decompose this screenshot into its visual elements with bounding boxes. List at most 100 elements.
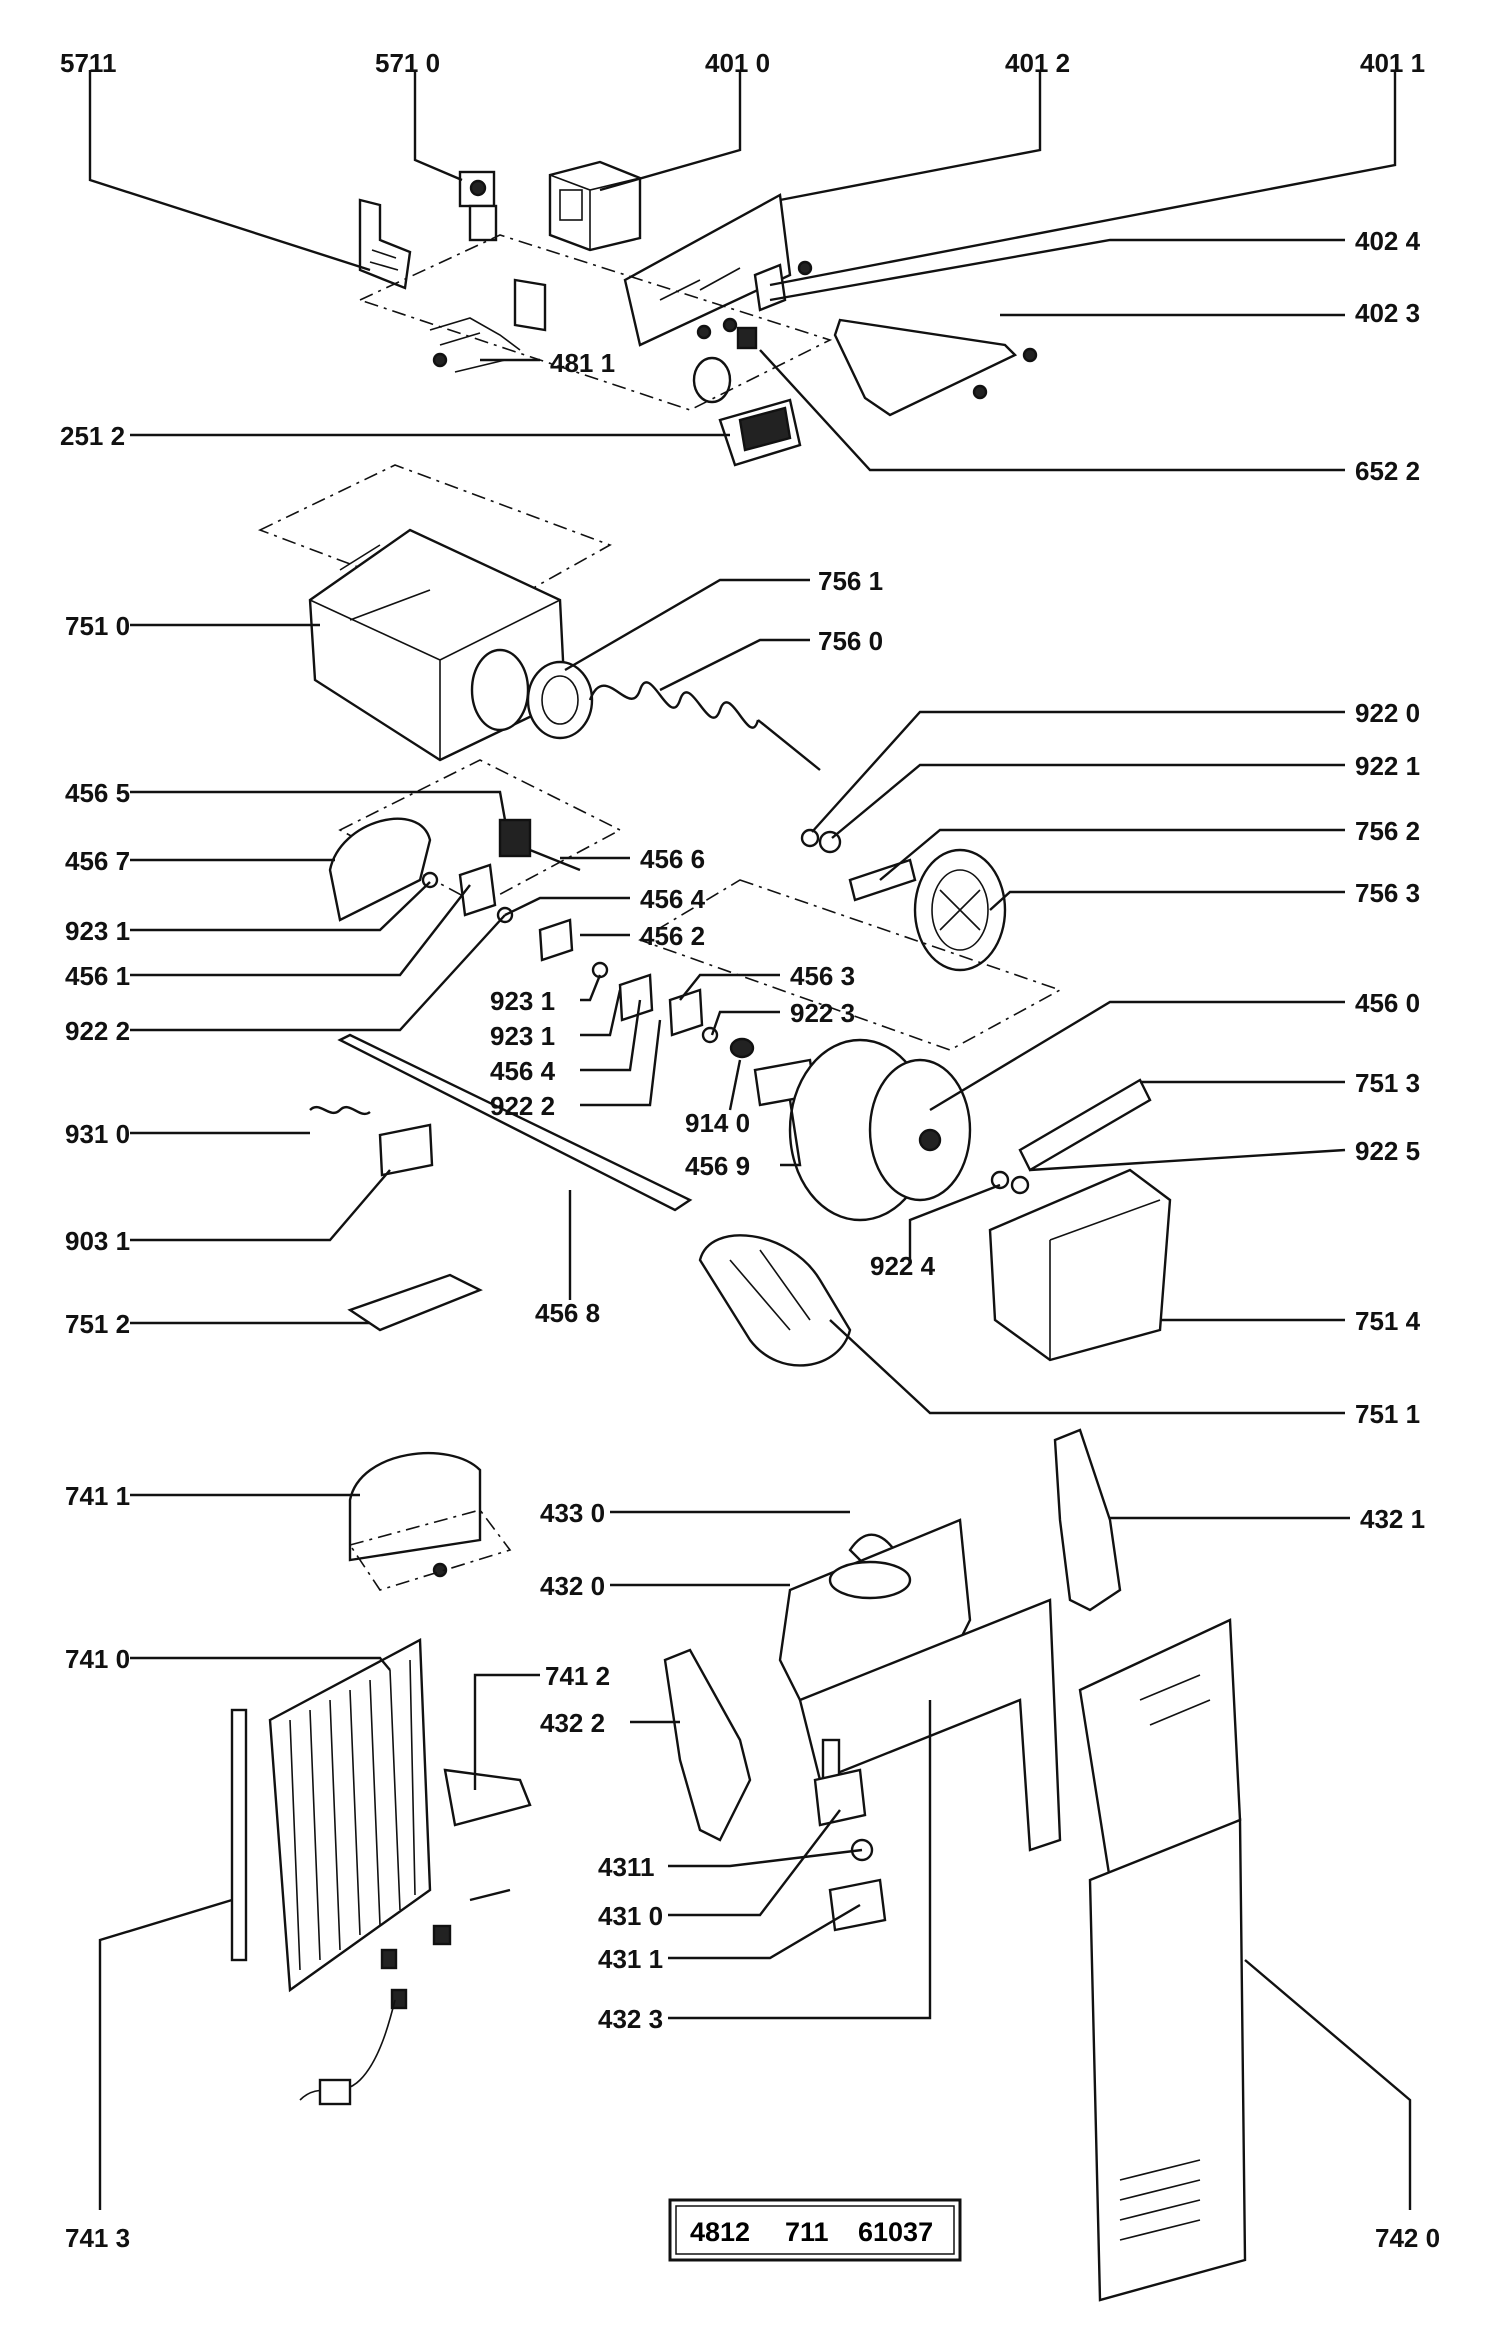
washer xyxy=(800,828,820,848)
door-mechanism xyxy=(309,759,1172,1367)
label-7562: 756 2 xyxy=(1355,816,1420,846)
chute-housing-edges xyxy=(1049,1199,1161,1360)
label-4566: 456 6 xyxy=(640,844,705,874)
timer-motor xyxy=(548,160,642,252)
connector xyxy=(432,352,448,368)
label-4811: 481 1 xyxy=(550,348,615,378)
leader-4311a xyxy=(668,1848,863,1868)
label-5711: 5711 xyxy=(60,48,116,78)
rear-panel xyxy=(1088,1818,1247,2302)
label-9224: 922 4 xyxy=(870,1251,936,1281)
control-plate xyxy=(623,193,792,347)
timer-window xyxy=(559,189,583,221)
motor-bracket xyxy=(828,1878,887,1932)
label-9221: 922 1 xyxy=(1355,751,1420,781)
terminal-block xyxy=(318,2078,352,2106)
screw xyxy=(972,384,988,400)
wire-connector xyxy=(380,1948,398,1970)
label-4560: 456 0 xyxy=(1355,988,1420,1018)
lamp-bulb xyxy=(692,356,732,404)
leader-9222b xyxy=(580,1019,662,1107)
drive-wheel-hub xyxy=(931,869,989,951)
label-4565: 456 5 xyxy=(65,778,130,808)
insulation-pad xyxy=(513,278,547,332)
leader-9231c xyxy=(580,989,622,1037)
leader-4564b xyxy=(580,999,642,1072)
motor-bracket xyxy=(1018,1078,1152,1172)
auger-shaft xyxy=(757,719,821,771)
duct-cover-slots xyxy=(1139,1674,1211,1726)
leader-4323 xyxy=(668,1700,932,2020)
label-2512: 251 2 xyxy=(60,421,125,451)
door-rod xyxy=(337,1033,693,1212)
label-7561: 756 1 xyxy=(818,566,883,596)
label-7420: 742 0 xyxy=(1375,2223,1440,2253)
label-9225: 922 5 xyxy=(1355,1136,1420,1166)
fan-motor xyxy=(813,1768,867,1827)
deflector-plate xyxy=(347,1273,483,1332)
label-7410: 741 0 xyxy=(65,1644,130,1674)
reference-part-2: 711 xyxy=(785,2217,829,2247)
label-9223: 922 3 xyxy=(790,998,855,1028)
bracket-detail xyxy=(369,249,399,271)
leader-7563 xyxy=(989,890,1345,911)
leader-7560 xyxy=(659,638,810,692)
leader-4561 xyxy=(130,884,471,977)
auger-spring xyxy=(588,681,760,729)
tension-spring xyxy=(309,1105,371,1115)
chute-cylinder-ribs xyxy=(729,1249,811,1331)
label-7563: 756 3 xyxy=(1355,878,1420,908)
chute-housing xyxy=(988,1168,1172,1362)
leader-4311b xyxy=(668,1903,861,1960)
label-9222-left: 922 2 xyxy=(65,1016,130,1046)
label-4323: 432 3 xyxy=(598,2004,663,2034)
label-4010: 401 0 xyxy=(705,48,770,78)
solenoid-coil xyxy=(469,179,487,197)
label-7511: 751 1 xyxy=(1355,1399,1420,1429)
label-4564-lower: 456 4 xyxy=(490,1056,556,1086)
fan-shroud xyxy=(348,1451,482,1562)
leader-7410 xyxy=(130,1656,391,1671)
reference-inner-frame xyxy=(675,2205,955,2255)
leader-9221 xyxy=(831,763,1345,839)
leader-7420 xyxy=(1244,1959,1412,2210)
screw xyxy=(696,324,712,340)
bucket-detail xyxy=(339,544,431,621)
leader-9225 xyxy=(1029,1148,1346,1172)
label-9031: 903 1 xyxy=(65,1226,130,1256)
control-box-assembly xyxy=(357,160,1038,467)
washer xyxy=(1010,1175,1030,1195)
fan-duct-assembly xyxy=(663,1428,1247,2302)
solenoid-valve-body xyxy=(468,204,498,242)
door-solenoid xyxy=(498,818,532,858)
leader-4565 xyxy=(130,790,507,821)
leader-5710 xyxy=(413,70,463,182)
duct-side xyxy=(663,1648,752,1842)
leader-4011 xyxy=(769,70,1397,287)
fan-mount xyxy=(828,1560,912,1600)
washer xyxy=(421,871,439,889)
bushing xyxy=(729,1037,755,1059)
reference-part-3: 61037 xyxy=(858,2217,933,2247)
label-5710: 571 0 xyxy=(375,48,440,78)
label-4321: 432 1 xyxy=(1360,1504,1425,1534)
label-4024: 402 4 xyxy=(1355,226,1421,256)
label-4564-upper: 456 4 xyxy=(640,884,706,914)
leader-9031 xyxy=(130,1169,391,1242)
reference-frame xyxy=(668,2198,962,2262)
label-4562: 456 2 xyxy=(640,921,705,951)
label-9231-lower: 923 1 xyxy=(490,1021,555,1051)
evaporator-fins xyxy=(289,1659,416,1971)
timer-motor-edges xyxy=(549,174,641,250)
label-4567: 456 7 xyxy=(65,846,130,876)
label-9222-mid: 922 2 xyxy=(490,1091,555,1121)
side-panel xyxy=(1053,1428,1122,1612)
label-9231-mid: 923 1 xyxy=(490,986,555,1016)
leader-9231a xyxy=(130,881,431,932)
label-4311-upper: 4311 xyxy=(598,1852,654,1882)
label-7512: 751 2 xyxy=(65,1309,130,1339)
leader-6522 xyxy=(759,349,1345,472)
control-plate-detail xyxy=(659,267,741,301)
callout-labels: 5711 571 0 401 0 401 2 401 1 402 4 402 3… xyxy=(60,48,1440,2253)
